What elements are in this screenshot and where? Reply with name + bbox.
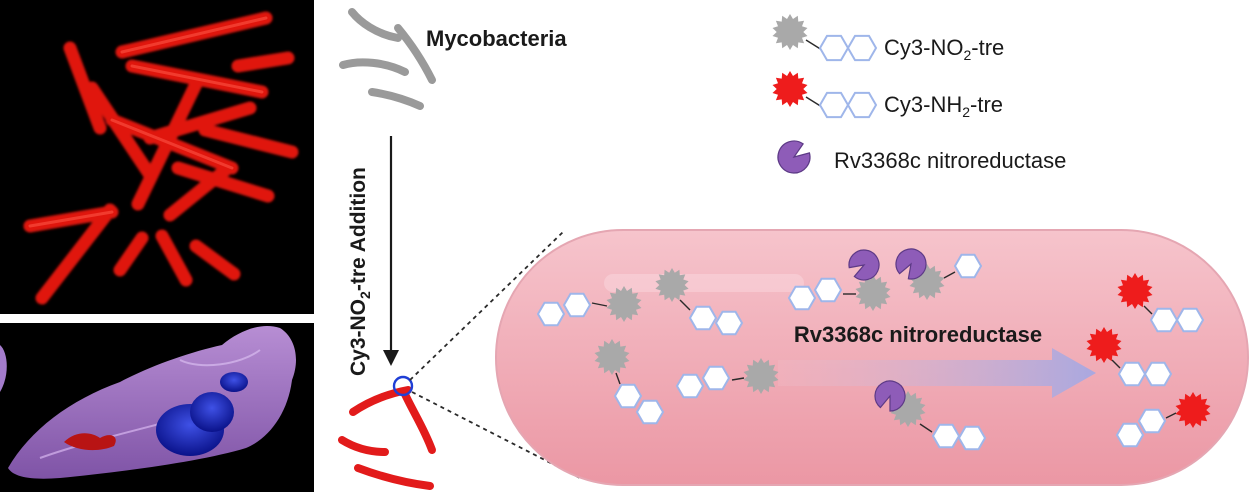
conversion-arrow: [778, 348, 1096, 398]
linker-line: [919, 423, 933, 433]
enzyme-label: Rv3368c nitroreductase: [794, 322, 1042, 347]
gray-bacterium-2: [339, 58, 409, 76]
red-bacterium-3: [338, 436, 389, 456]
trehalose-sugar-icon: [688, 305, 718, 331]
purple-pacman-icon: [777, 140, 811, 174]
fluorescence-micrograph: [0, 0, 314, 314]
linker-line: [1165, 412, 1177, 419]
trehalose-sugar-icon: [813, 277, 843, 303]
flow-arrow: [383, 136, 399, 366]
mycobacteria-red-group: [338, 386, 436, 490]
linker-line: [1143, 305, 1153, 315]
gray-bacterium-3: [394, 24, 436, 84]
mycobacteria-label: Mycobacteria: [426, 26, 567, 51]
linker-line: [731, 377, 745, 381]
purple-pacman-icon: [874, 380, 906, 412]
legend-label: Cy3-NO2-tre: [884, 35, 1004, 63]
gray-star-icon: [606, 286, 642, 322]
zoom-lines: [409, 231, 581, 479]
legend-label-suffix: -tre: [971, 35, 1004, 60]
3d-rendering-panel: [0, 323, 314, 492]
trehalose-sugar-icon: [701, 365, 731, 391]
legend-label-main: Cy3-NH: [884, 92, 962, 117]
trehalose-sugar-icon: [714, 310, 744, 336]
gray-star-icon: [743, 358, 779, 394]
trehalose-sugar-icon: [536, 301, 566, 327]
trehalose-sugar-icon: [1115, 422, 1145, 448]
trehalose-sugar-icon: [846, 91, 878, 119]
trehalose-sugar-icon: [613, 383, 643, 409]
bacterial-cell-zoom: Rv3368c nitroreductase: [495, 229, 1249, 486]
trehalose-sugar-icon: [675, 373, 705, 399]
red-star-icon: [1086, 327, 1122, 363]
trehalose-sugar-icon: [1149, 307, 1179, 333]
legend-label: Cy3-NH2-tre: [884, 92, 1003, 120]
mycobacteria-gray-group: [339, 8, 436, 110]
trehalose-sugar-icon: [953, 253, 983, 279]
linker-line: [591, 302, 608, 307]
trehalose-sugar-icon: [818, 34, 850, 62]
legend-label-subscript: 2: [963, 47, 971, 63]
purple-pacman-icon: [895, 248, 927, 280]
trehalose-sugar-icon: [635, 399, 665, 425]
trehalose-sugar-icon: [846, 34, 878, 62]
purple-pacman-icon: [848, 249, 880, 281]
legend-item-3: Rv3368c nitroreductase: [777, 140, 1066, 174]
addition-label: Cy3-NO2-tre Addition: [347, 167, 373, 376]
zoom-circle: [392, 375, 414, 397]
trehalose-sugar-icon: [818, 91, 850, 119]
trehalose-sugar-icon: [1143, 361, 1173, 387]
trehalose-sugar-icon: [562, 292, 592, 318]
trehalose-sugar-icon: [1117, 361, 1147, 387]
linker-line: [615, 372, 621, 385]
gray-star-icon: [594, 339, 630, 375]
legend-item-1: Cy3-NO2-tre: [772, 14, 1004, 63]
red-bacterium-2: [400, 388, 436, 454]
trehalose-sugar-icon: [931, 423, 961, 449]
red-bacterium-4: [354, 464, 434, 490]
gray-star-icon: [855, 275, 891, 311]
legend-label: Rv3368c nitroreductase: [834, 148, 1066, 173]
trehalose-sugar-icon: [957, 425, 987, 451]
legend-label-main: Rv3368c nitroreductase: [834, 148, 1066, 173]
gray-star-icon: [772, 14, 808, 50]
linker-line: [943, 271, 956, 279]
trehalose-sugar-icon: [1175, 307, 1205, 333]
trehalose-sugar-icon: [787, 285, 817, 311]
legend-item-2: Cy3-NH2-tre: [772, 71, 1003, 120]
gray-star-icon: [655, 268, 689, 302]
red-star-icon: [1117, 273, 1153, 309]
red-star-icon: [1175, 392, 1211, 428]
gray-bacterium-4: [368, 88, 424, 110]
legend-label-suffix: -tre: [970, 92, 1003, 117]
gray-bacterium-1: [348, 8, 402, 42]
trehalose-sugar-icon: [1137, 408, 1167, 434]
legend-label-main: Cy3-NO: [884, 35, 963, 60]
linker-line: [679, 299, 691, 311]
legend-label-subscript: 2: [962, 104, 970, 120]
red-star-icon: [772, 71, 808, 107]
linker-line: [1111, 359, 1121, 369]
